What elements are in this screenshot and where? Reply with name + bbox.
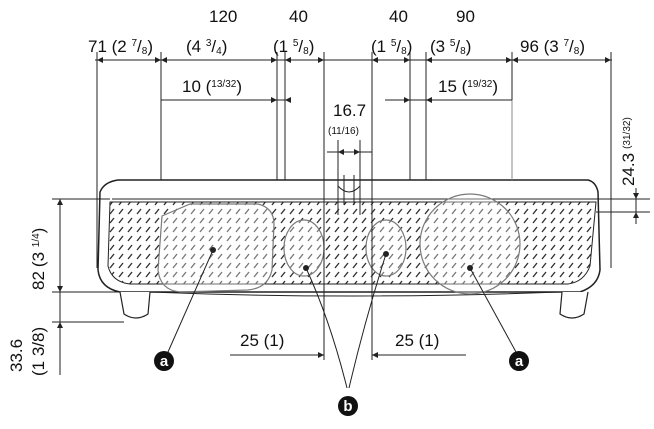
label-25-right: 25 (1) — [395, 331, 439, 350]
callout-leaders — [167, 247, 517, 389]
label-33-6-frac: (1 3/8) — [29, 327, 48, 376]
label-40b: (1 5/8) — [371, 37, 412, 57]
top-dimension-lines — [95, 52, 612, 360]
right-tweeter-outline — [365, 219, 407, 277]
label-25-left: 25 (1) — [240, 331, 284, 350]
label-71: 71 (2 7/8) — [88, 37, 153, 57]
svg-text:b: b — [343, 398, 352, 415]
label-90-top: 90 — [456, 7, 475, 26]
label-16-7: 16.7 — [333, 101, 366, 120]
label-15: 15 (19/32) — [438, 77, 498, 96]
callout-a-right: a — [509, 351, 529, 371]
left-woofer-outline — [157, 203, 275, 293]
label-90: (3 5/8) — [430, 37, 471, 57]
label-82: 82(3 1/4) — [29, 228, 48, 290]
left-foot — [119, 291, 151, 319]
label-16-7-frac: (11/16) — [328, 126, 359, 137]
frac-slash: / — [137, 37, 142, 56]
label-120: (4 3/4) — [186, 37, 227, 57]
label-96: 96 (3 7/8) — [520, 37, 585, 57]
left-dimensions — [52, 198, 124, 375]
callout-b: b — [338, 396, 358, 416]
label-24-3: 24.3(31/32) — [619, 117, 638, 186]
right-foot — [559, 291, 589, 319]
right-woofer-outline — [419, 193, 521, 295]
label-40a: (1 5/8) — [273, 37, 314, 57]
body-base — [149, 291, 561, 297]
label-120-top: 120 — [209, 7, 237, 26]
speaker-grille — [107, 201, 597, 285]
label-40a-top: 40 — [289, 7, 308, 26]
svg-text:a: a — [515, 353, 524, 370]
bottom-dimensions — [230, 352, 466, 358]
label-40b-top: 40 — [389, 7, 408, 26]
right-dimension-24 — [588, 188, 650, 224]
label-33-6: 33.6 — [7, 339, 26, 372]
svg-text:a: a — [160, 353, 169, 370]
callout-a-left: a — [154, 351, 174, 371]
label-10: 10 (13/32) — [182, 77, 242, 96]
